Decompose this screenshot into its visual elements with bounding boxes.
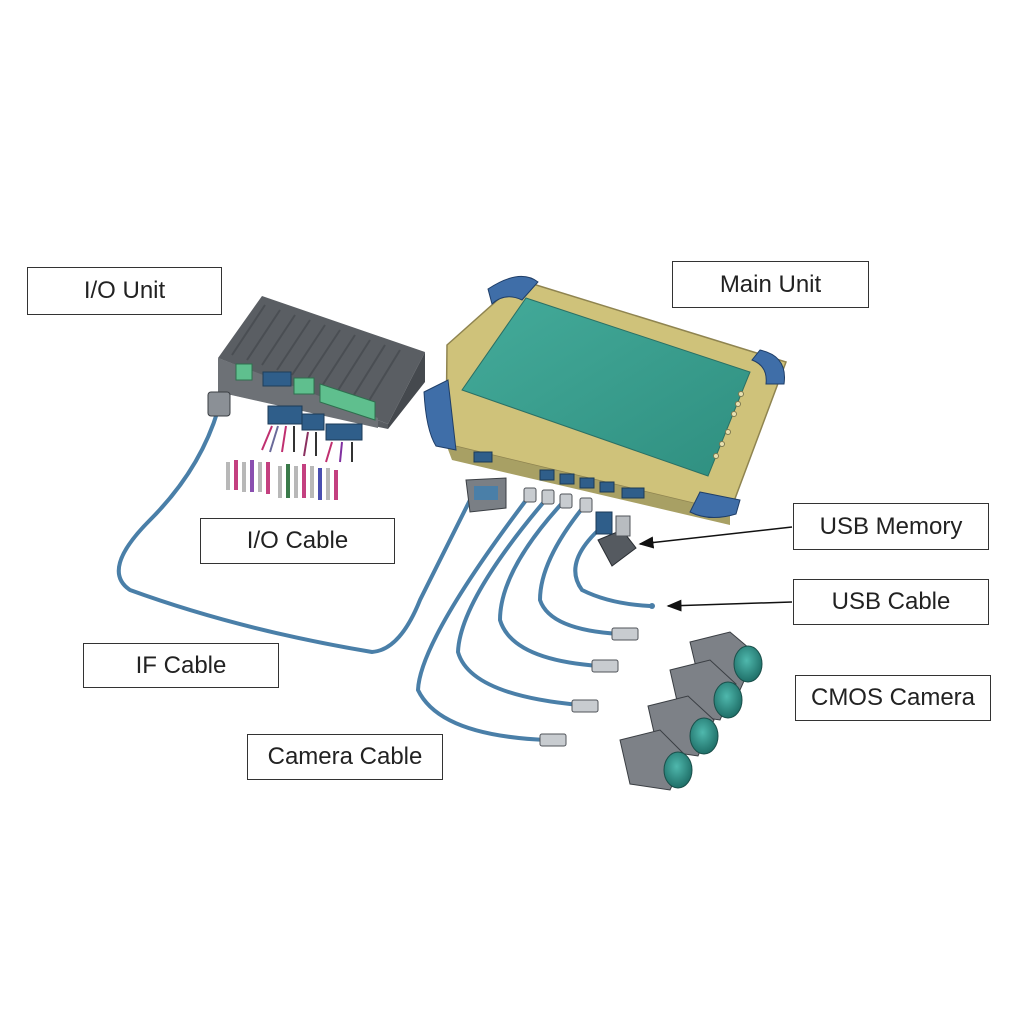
label-main-unit: Main Unit — [672, 261, 869, 308]
bumper-top-left — [487, 275, 539, 305]
io-terminal — [262, 371, 292, 387]
cmos-cameras — [619, 631, 763, 791]
bumper-top-right — [751, 349, 785, 385]
label-io-unit: I/O Unit — [27, 267, 222, 315]
camera-cable-1 — [537, 503, 622, 636]
arrow-usb-cable — [666, 599, 793, 612]
label-if-cable: IF Cable — [83, 643, 279, 688]
if-cable-plug — [207, 391, 231, 417]
io-unit — [218, 296, 425, 429]
label-usb-memory: USB Memory — [793, 503, 989, 550]
usb-cable-wire — [573, 518, 652, 608]
arrow-usb-memory — [638, 526, 793, 549]
bumper-bottom-left — [423, 379, 457, 451]
main-unit — [423, 275, 787, 525]
main-unit-ports — [473, 451, 645, 499]
label-io-cable: I/O Cable — [200, 518, 395, 564]
usb-memory — [595, 511, 637, 567]
io-terminal-block — [319, 383, 376, 421]
camera-cable-bnc-bottom — [539, 627, 639, 747]
io-cable-assembly — [226, 405, 363, 500]
if-cable-wire — [116, 408, 472, 655]
cmos-camera — [619, 729, 693, 791]
if-cable-connector — [465, 477, 507, 513]
label-camera-cable: Camera Cable — [247, 734, 443, 780]
io-terminal — [235, 363, 253, 381]
io-terminal — [293, 377, 315, 395]
camera-cable-3 — [455, 495, 582, 707]
label-usb-cable: USB Cable — [793, 579, 989, 625]
main-unit-buttons — [713, 391, 744, 459]
bumper-bottom-right — [689, 491, 741, 518]
label-cmos-camera: CMOS Camera — [795, 675, 991, 721]
io-cable-pins — [226, 460, 338, 500]
camera-cable-4 — [415, 493, 550, 742]
camera-cable-2 — [497, 498, 602, 668]
camera-cable-bnc-top — [523, 487, 593, 513]
main-unit-screen — [461, 297, 751, 477]
usb-cable-end — [649, 603, 655, 609]
